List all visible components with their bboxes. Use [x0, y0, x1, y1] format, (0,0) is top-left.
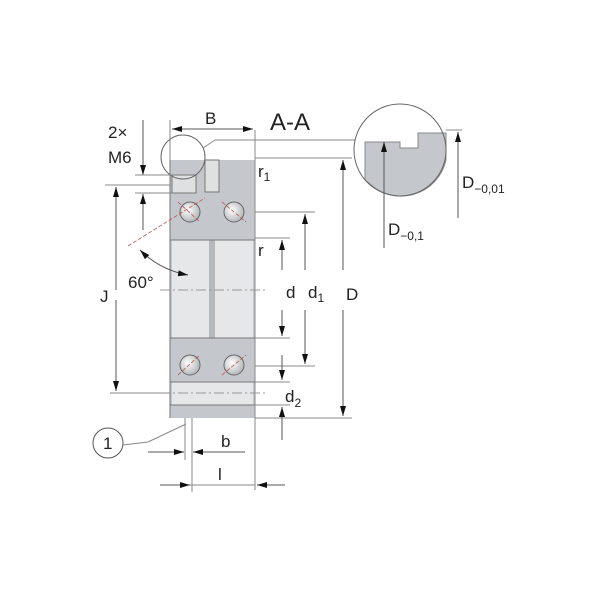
contact-angle-lines [127, 197, 247, 376]
label-thread: M6 [108, 148, 132, 167]
drawing-line [127, 197, 206, 247]
label-b: b [221, 432, 230, 451]
drawing-line [364, 132, 447, 197]
label-d1: d [308, 283, 317, 302]
dimension-label: r1 [258, 162, 271, 184]
ball [179, 201, 201, 223]
drawing-line [172, 382, 253, 405]
drawing-line [353, 103, 447, 197]
drawing-line [221, 201, 247, 223]
label-r1: r [258, 162, 264, 181]
drawing-line [204, 159, 220, 193]
drawing-line [171, 174, 197, 194]
detail-marker-circle [160, 134, 206, 180]
drawing-line [209, 240, 215, 338]
label-d: d [286, 283, 295, 302]
dimension-label: D−0,1 [388, 220, 424, 243]
dimension-label: 1 [317, 291, 324, 305]
dimension-label: 2 [294, 396, 301, 410]
dimension-label: d2 [285, 387, 301, 410]
drawing-line [221, 354, 247, 376]
bearing-section [127, 130, 265, 490]
label-angle: 60° [128, 273, 154, 292]
drawing-line [202, 139, 355, 149]
label-l: l [218, 465, 222, 484]
label-B: B [205, 109, 216, 128]
drawing-line [177, 201, 201, 223]
detail-view: D−0,01 D−0,1 [353, 103, 505, 248]
label-thread-count: 2× [108, 123, 127, 142]
drawing-line [177, 354, 201, 376]
label-J: J [100, 287, 109, 306]
ball [179, 354, 201, 376]
dimension-label: 1 [264, 170, 271, 184]
drawing-line [139, 249, 189, 277]
callout-label: 1 [103, 434, 112, 453]
dimension-label: D−0,01 [462, 173, 505, 196]
label-r: r [258, 241, 264, 260]
section-title: A-A [270, 109, 310, 136]
label-D: D [346, 285, 358, 304]
label-d2: d [285, 387, 294, 406]
label-D-tol-outer: D [462, 173, 474, 192]
label-D-tol-inner-sub: −0,1 [400, 229, 424, 243]
label-D-tol-inner: D [388, 220, 400, 239]
label-D-tol-outer-sub: −0,01 [474, 182, 505, 196]
drawing-line [122, 423, 187, 446]
dimension-label: d1 [308, 283, 324, 305]
callout-circle [92, 427, 124, 459]
